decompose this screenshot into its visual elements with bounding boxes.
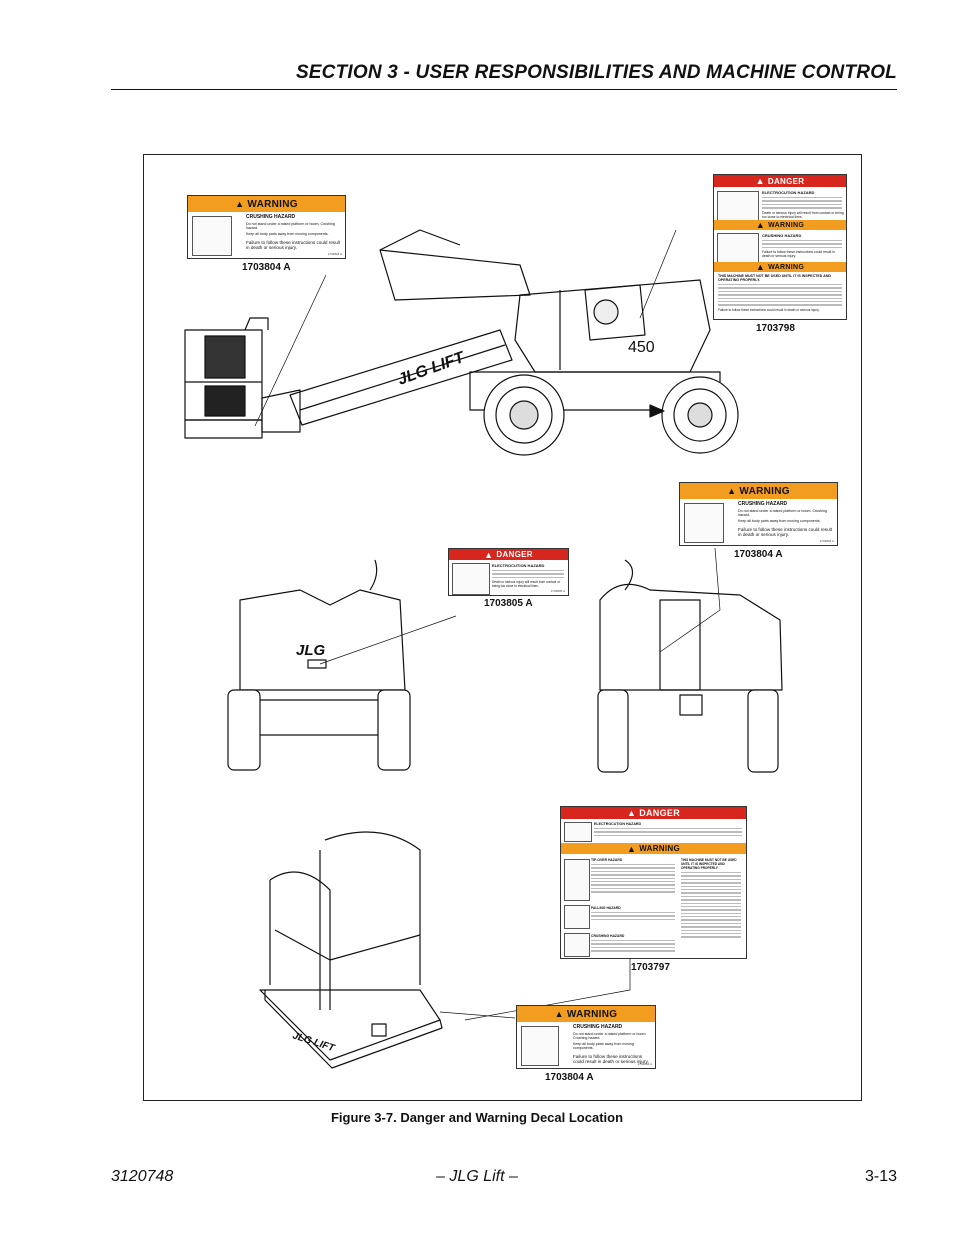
danger-header-text: DANGER	[496, 550, 533, 559]
warning-header-text: WARNING	[639, 844, 680, 853]
header-rule	[111, 89, 897, 90]
warning-header-text: WARNING	[247, 198, 298, 210]
decal-code: 1703804 A	[637, 1062, 652, 1066]
fail-statement: Death or serious injury will result from…	[492, 580, 561, 589]
danger-triangle-icon: ▲	[626, 808, 637, 818]
electrocution-pictogram-icon	[717, 191, 759, 221]
decal-danger-mid: ▲ DANGER ELECTROCUTION HAZARD Death or s…	[448, 548, 569, 596]
platform-basket	[259, 831, 443, 1069]
decal-combo-top-right: ▲ DANGER ELECTROCUTION HAZARD Death or s…	[713, 174, 847, 320]
warning-triangle-icon: ▲	[627, 843, 637, 854]
part-number-label: 1703804 A	[242, 262, 291, 273]
hazard-bullet: Keep all body parts away from moving com…	[246, 231, 329, 236]
inspection-title: THIS MACHINE MUST NOT BE USED UNTIL IT I…	[718, 274, 832, 282]
side-view-machine	[184, 229, 739, 456]
footer-center-title: – JLG Lift –	[0, 1168, 954, 1186]
warning-triangle-icon: ▲	[727, 486, 737, 496]
figure-frame	[143, 154, 862, 1101]
hazard-title: TIP-OVER HAZARD	[591, 858, 623, 862]
danger-header-text: DANGER	[767, 176, 805, 186]
footer-document-number: 3120748	[111, 1168, 174, 1185]
warning-header: ▲ WARNING	[680, 483, 837, 499]
hazard-title: ELECTROCUTION HAZARD	[762, 190, 815, 195]
warning-header: ▲ WARNING	[714, 220, 846, 230]
fail-statement: Failure to follow these instructions cou…	[246, 239, 340, 251]
page-header-title: SECTION 3 - USER RESPONSIBILITIES AND MA…	[295, 62, 897, 83]
warning-triangle-icon: ▲	[235, 199, 245, 209]
warning-header: ▲ WARNING	[714, 262, 846, 272]
crushing-pictogram-icon	[684, 503, 724, 543]
electrocution-pictogram-icon	[564, 822, 592, 842]
warning-fail-statement: Failure to follow these instructions cou…	[762, 250, 835, 259]
warning-header-text: WARNING	[768, 263, 805, 271]
warning-triangle-icon: ▲	[755, 262, 766, 272]
danger-triangle-icon: ▲	[484, 549, 494, 560]
hazard-bullet: Keep all body parts away from moving com…	[738, 518, 821, 523]
rear-view-machine	[597, 559, 783, 773]
decal-warning-top-left: ▲ WARNING CRUSHING HAZARD Do not stand u…	[187, 195, 346, 259]
electrocution-pictogram-icon	[452, 563, 490, 595]
crushing-pictogram-icon	[564, 933, 590, 957]
part-number-label: 1703797	[631, 962, 670, 973]
crushing-pictogram-icon	[521, 1026, 559, 1066]
warning-header-text: WARNING	[768, 221, 805, 229]
warning-triangle-icon: ▲	[554, 1009, 564, 1019]
hazard-title: CRUSHING HAZARD	[591, 934, 625, 938]
danger-fail-statement: Death or serious injury will result from…	[762, 210, 844, 219]
hazard-title: FALLING HAZARD	[591, 906, 621, 910]
inspection-fail-statement: Failure to follow these instructions cou…	[718, 307, 820, 312]
crushing-pictogram-icon	[192, 216, 232, 256]
basket-brand-text: JLG LIFT	[291, 1030, 336, 1054]
danger-header: ▲ DANGER	[449, 549, 568, 560]
hazard-bullet: Do not stand under a raised platform or …	[738, 509, 827, 518]
danger-header: ▲ DANGER	[714, 175, 846, 187]
hazard-title: CRUSHING HAZARD	[573, 1024, 623, 1030]
hazard-title: ELECTROCUTION HAZARD	[492, 563, 545, 568]
decal-code: 1703805 A	[550, 589, 565, 593]
hazard-bullet: Do not stand under a raised platform or …	[573, 1032, 647, 1041]
falling-pictogram-icon	[564, 905, 590, 929]
fail-statement: Failure to follow these instructions cou…	[573, 1054, 649, 1065]
figure-caption: Figure 3-7. Danger and Warning Decal Loc…	[330, 1110, 624, 1125]
part-number-label: 1703804 A	[734, 549, 783, 560]
hazard-bullet: Keep all body parts away from moving com…	[573, 1041, 634, 1050]
decal-code: 1703804 A	[819, 539, 834, 543]
hazard-title: CRUSHING HAZARD	[738, 501, 788, 507]
footer-page-number: 3-13	[864, 1168, 897, 1185]
danger-triangle-icon: ▲	[755, 176, 765, 186]
warning-header: ▲ WARNING	[561, 843, 746, 854]
warning-header: ▲ WARNING	[517, 1006, 655, 1022]
warning-header-text: WARNING	[739, 485, 790, 497]
hazard-title: ELECTROCUTION HAZARD	[594, 822, 642, 826]
decal-combo-bottom: ▲ DANGER ELECTROCUTION HAZARD ▲ WARNING …	[560, 806, 747, 959]
decal-warning-mid-right: ▲ WARNING CRUSHING HAZARD Do not stand u…	[679, 482, 838, 546]
platform-brand-text: JLG	[196, 421, 219, 435]
hazard-title: CRUSHING HAZARD	[246, 214, 296, 220]
fail-statement: Failure to follow these instructions cou…	[738, 526, 832, 538]
side-model-number: 450	[628, 339, 655, 356]
warning-triangle-icon: ▲	[755, 220, 766, 230]
warning-header: ▲ WARNING	[188, 196, 345, 212]
warning-header-text: WARNING	[566, 1008, 618, 1020]
footer-center-text: – JLG Lift –	[436, 1168, 518, 1185]
inspection-title: THIS MACHINE MUST NOT BE USED UNTIL IT I…	[681, 858, 737, 870]
front-view-machine	[227, 559, 411, 771]
danger-header: ▲ DANGER	[561, 807, 746, 819]
boom-brand-text: JLG LIFT	[396, 349, 468, 389]
tipover-pictogram-icon	[564, 859, 590, 901]
hazard-title: CRUSHING HAZARD	[762, 233, 802, 238]
hazard-bullet: Do not stand under a raised platform or …	[246, 222, 335, 231]
part-number-label: 1703798	[756, 323, 795, 334]
decal-warning-bottom: ▲ WARNING CRUSHING HAZARD Do not stand u…	[516, 1005, 656, 1069]
danger-header-text: DANGER	[639, 808, 681, 818]
crushing-pictogram-icon	[717, 233, 759, 263]
part-number-label: 1703805 A	[484, 598, 533, 609]
decal-code: 1703804 A	[327, 252, 342, 256]
front-brand-text: JLG	[296, 642, 326, 659]
part-number-label: 1703804 A	[545, 1072, 594, 1083]
